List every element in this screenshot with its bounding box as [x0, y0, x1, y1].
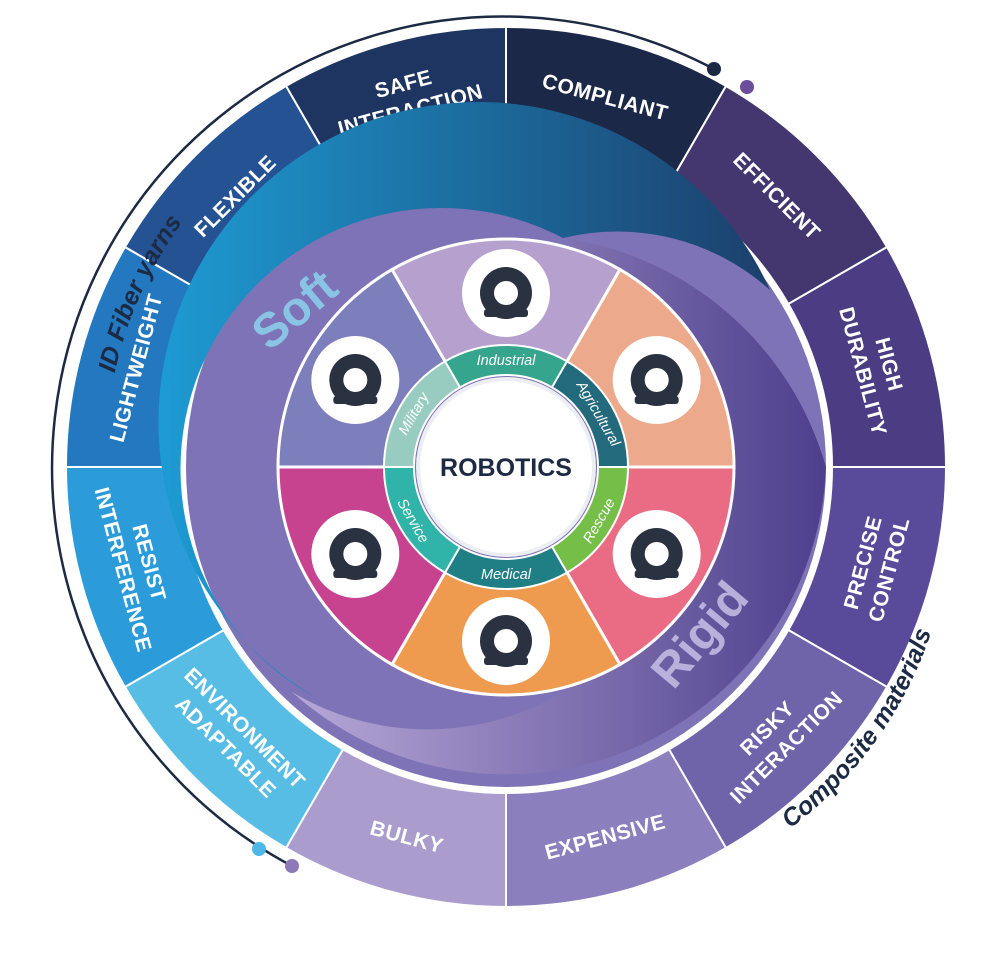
arc-end-dot [707, 62, 721, 76]
category-ring: IndustrialAgriculturalRescueMedicalServi… [382, 344, 630, 590]
medical-surgical-robot-icon [462, 597, 550, 685]
arc-end-dot [252, 842, 266, 856]
left-outer-arc [50, 15, 715, 868]
military-drone-icon [311, 336, 400, 424]
arc-end-dot [285, 859, 299, 873]
arc-end-dot [740, 80, 754, 94]
category-label: Industrial [477, 353, 537, 369]
category-label: Medical [481, 567, 532, 583]
rescue-robot-icon [612, 510, 701, 598]
industrial-robot-arm-icon [462, 249, 550, 337]
center-circle [416, 377, 596, 557]
center-hub: ROBOTICS [416, 377, 596, 557]
agricultural-tractor-icon [612, 336, 701, 424]
category-segment [382, 359, 462, 468]
center-title: ROBOTICS [440, 454, 572, 482]
outer-arcs [50, 15, 754, 873]
service-robot-icon [311, 510, 400, 598]
